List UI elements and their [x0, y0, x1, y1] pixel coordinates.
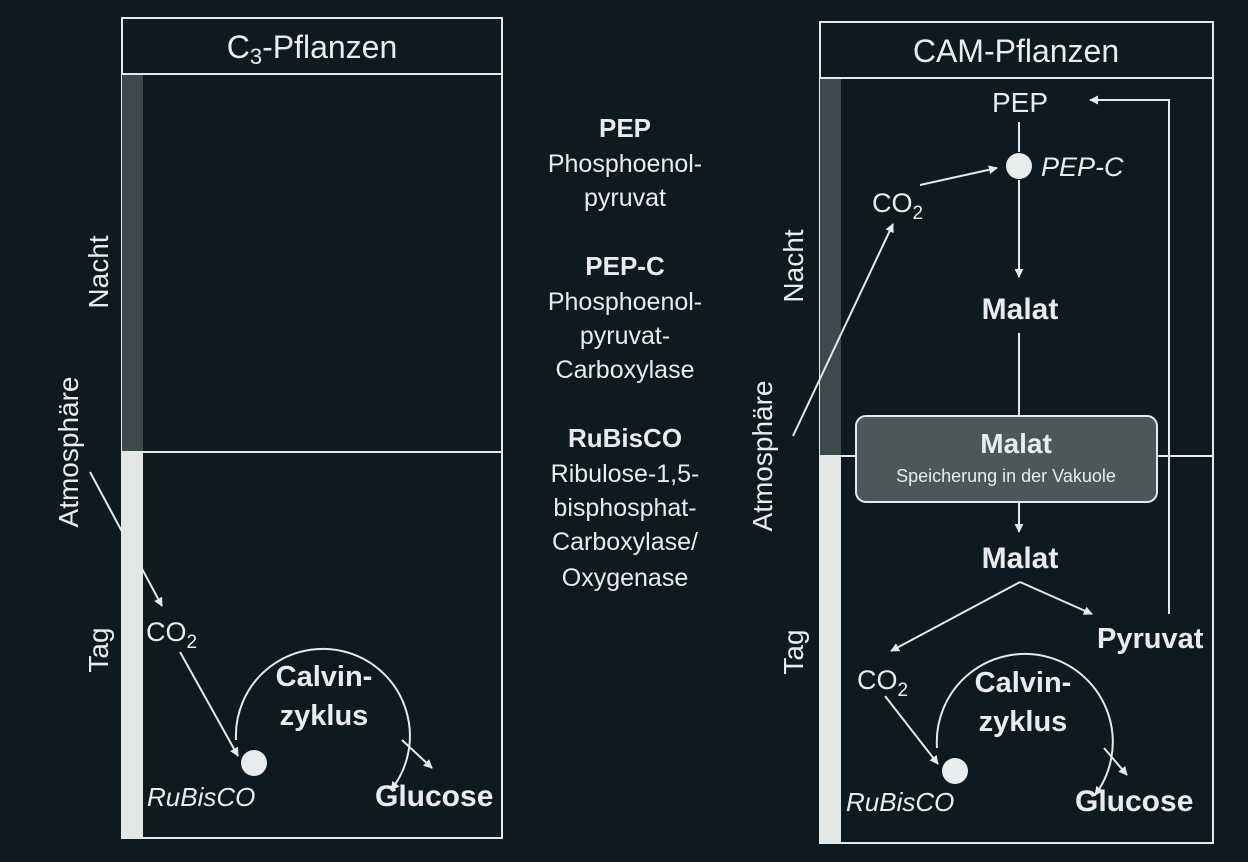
c3-glucose-label: Glucose	[375, 780, 493, 813]
cam-glucose-arrow	[1103, 747, 1128, 776]
cam-co2-to-pepc-arrow	[919, 165, 998, 186]
cam-pepc-label: PEP-C	[1041, 152, 1124, 182]
c3-day-bar	[122, 452, 143, 838]
cam-malat-day: Malat	[982, 542, 1059, 575]
legend-pep-title: PEP	[599, 113, 651, 143]
legend-pepc-line1: Phosphoenol-	[548, 288, 702, 316]
legend-rubisco-line2: bisphosphat-	[553, 494, 696, 522]
cam-day-label: Tag	[778, 629, 809, 674]
cam-vacuole-title: Malat	[980, 428, 1052, 459]
cam-atmosphere-to-co2-arrow	[792, 223, 894, 437]
cam-cycle-label-2: zyklus	[979, 706, 1068, 738]
legend-rubisco-title: RuBisCO	[568, 423, 682, 453]
legend-rubisco-line3: Carboxylase/	[552, 528, 698, 556]
legend-pep-line2: pyruvat	[584, 184, 666, 212]
legend-pepc-line3: Carboxylase	[556, 356, 695, 384]
c3-calvin-cycle-arc	[234, 647, 411, 791]
cam-rubisco-dot	[942, 758, 968, 784]
c3-night-bar	[122, 75, 143, 452]
cam-pyruvat-to-pep-arrow	[1089, 95, 1170, 614]
c3-co2: CO2	[146, 617, 197, 653]
cam-rubisco-label: RuBisCO	[846, 787, 954, 817]
cam-co2-day: CO2	[857, 665, 908, 701]
cam-glucose-label: Glucose	[1075, 785, 1193, 818]
c3-atmosphere-label: Atmosphäre	[53, 377, 84, 528]
c3-panel: C3-Pflanzen Nacht Tag Atmosphäre CO2 Cal…	[53, 17, 503, 839]
c3-atmosphere-to-co2-arrow	[89, 471, 163, 607]
c3-co2-to-rubisco-arrow	[179, 651, 239, 757]
legend-pepc-line2: pyruvat-	[580, 322, 670, 350]
c3-cycle-label-2: zyklus	[280, 700, 369, 732]
cam-pepc-dot	[1006, 153, 1032, 179]
cam-title: CAM-Pflanzen	[913, 33, 1119, 69]
legend-rubisco-line4: Oxygenase	[562, 564, 688, 592]
cam-malat-to-pyruvat-arrow	[1019, 581, 1093, 615]
cam-pep-label: PEP	[992, 87, 1048, 118]
cam-panel: CAM-Pflanzen Nacht Tag Atmosphäre PEP PE…	[747, 21, 1214, 844]
cam-malat-to-co2-arrow	[890, 581, 1021, 652]
c3-night-label: Nacht	[83, 235, 114, 308]
cam-day-bar	[820, 455, 841, 843]
cam-co2-to-rubisco-arrow	[884, 695, 939, 765]
cam-night-label: Nacht	[778, 229, 809, 302]
legend-pepc-title: PEP-C	[585, 251, 665, 281]
cam-vacuole-box	[855, 415, 1158, 503]
c3-title: C3-Pflanzen	[227, 29, 398, 69]
cam-night-bar	[820, 79, 841, 455]
c3-rubisco-label: RuBisCO	[147, 782, 255, 812]
legend-pep-line1: Phosphoenol-	[548, 150, 702, 178]
legend: PEP Phosphoenol- pyruvat PEP-C Phosphoen…	[548, 113, 702, 592]
cam-pyruvat-label: Pyruvat	[1097, 623, 1204, 655]
c3-rubisco-dot	[241, 750, 267, 776]
cam-co2-night: CO2	[872, 188, 923, 224]
cam-cycle-label-1: Calvin-	[975, 667, 1072, 699]
c3-cycle-label-1: Calvin-	[276, 661, 373, 693]
legend-rubisco-line1: Ribulose-1,5-	[551, 460, 700, 488]
cam-malat-night: Malat	[982, 293, 1059, 326]
cam-vacuole-subtitle: Speicherung in der Vakuole	[896, 466, 1116, 486]
c3-glucose-arrow	[401, 739, 433, 769]
c3-day-label: Tag	[83, 627, 114, 672]
cam-atmosphere-label: Atmosphäre	[747, 381, 778, 532]
cam-calvin-cycle-arc	[935, 652, 1114, 796]
